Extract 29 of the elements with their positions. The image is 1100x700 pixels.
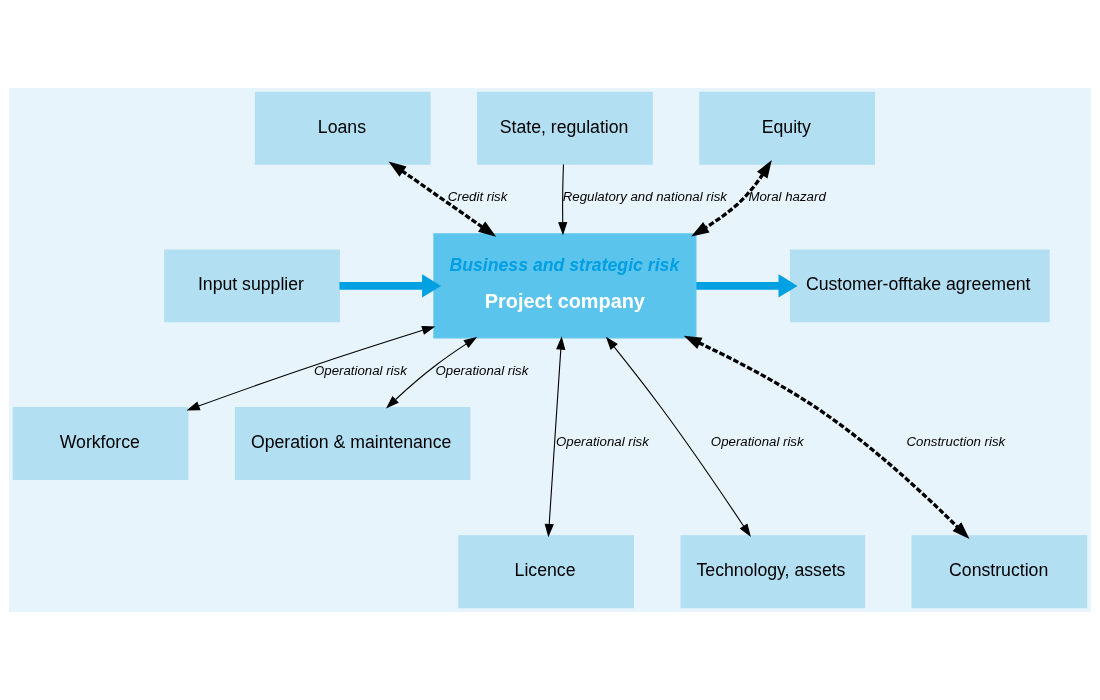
edge-label: Operational risk	[313, 362, 407, 378]
node-box: Licence	[458, 535, 634, 609]
arrow	[691, 160, 772, 237]
node-box: Loans	[254, 91, 431, 165]
arrow	[544, 336, 566, 538]
edge-label: Operational risk	[710, 433, 804, 449]
node-box: Input supplier	[164, 249, 340, 323]
node-box: Business and strategic risk Project company	[433, 233, 697, 339]
node-box: Construction	[911, 535, 1088, 609]
edge-label: Operational risk	[435, 362, 529, 378]
node-box: Workforce	[12, 406, 189, 480]
arrow	[696, 274, 798, 298]
arrow	[186, 325, 436, 411]
arrow	[683, 335, 970, 540]
edge-label: Construction risk	[906, 433, 1006, 449]
edge-label: Regulatory and national risk	[562, 189, 727, 205]
arrow	[605, 336, 751, 538]
node-box: Customer-offtake agreement	[789, 249, 1050, 323]
node-box: Technology, assets	[680, 535, 866, 609]
arrow	[558, 163, 568, 236]
edge-label: Operational risk	[556, 433, 649, 449]
arrow	[339, 274, 442, 298]
edge-label: Credit risk	[447, 189, 508, 205]
node-box: Operation & maintenance	[234, 406, 471, 480]
node-box: Equity	[699, 91, 875, 165]
edge-label: Moral hazard	[748, 189, 826, 205]
node-box: State, regulation	[477, 91, 653, 165]
arrow	[388, 161, 497, 237]
arrow	[386, 336, 478, 409]
